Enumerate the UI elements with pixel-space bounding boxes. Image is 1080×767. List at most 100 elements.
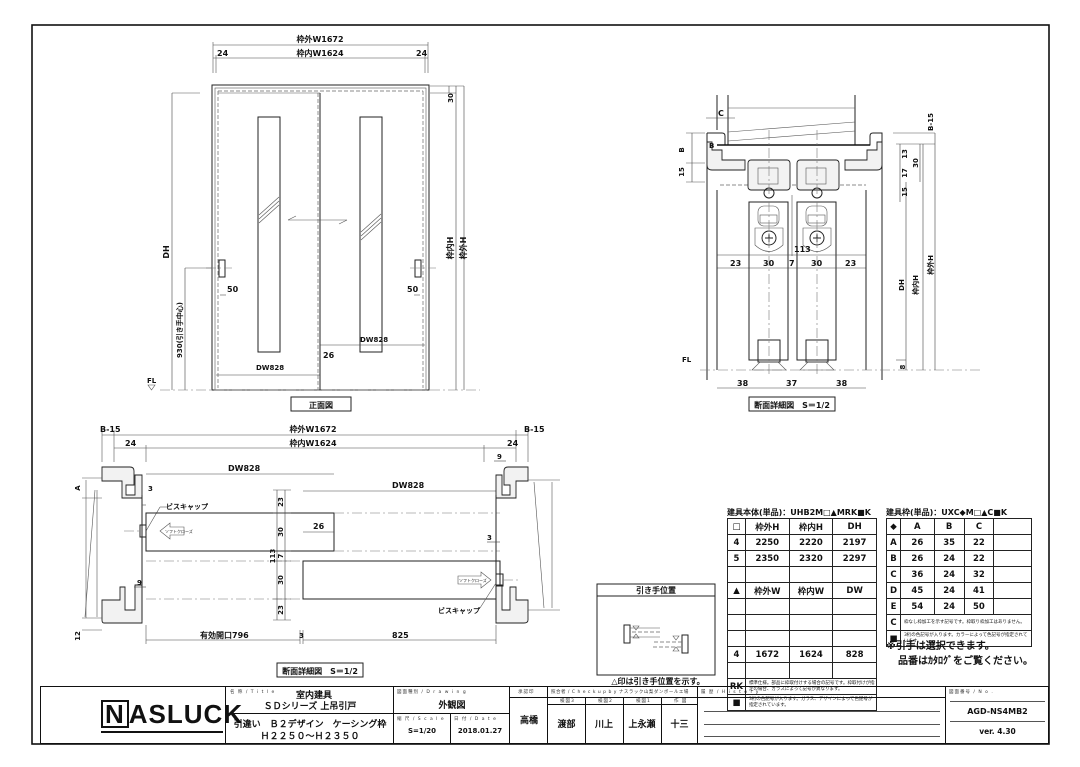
hsec-screw-cap-left: ビスキャップ	[166, 502, 209, 511]
remark-line-2: 品番はｶﾀﾛｸﾞをご覧ください。	[898, 656, 1033, 667]
table-cell	[993, 598, 1032, 615]
table-cell	[993, 550, 1032, 567]
hsec-caption: 断面詳細図 S＝1/2	[282, 666, 358, 676]
scale-caption: 縮 尺 / S c a l e	[397, 717, 445, 722]
approver-cell: 承認印 高橋	[509, 687, 548, 743]
header-cell: 枠内H	[788, 518, 834, 535]
drawing-caption: 図面種別 / D r a w i n g	[397, 690, 467, 695]
note-key: ■	[886, 630, 901, 647]
history-caption: 履 歴 / H i s t o r y	[701, 690, 760, 695]
table-cell: 4	[727, 646, 746, 663]
table-cell: C	[886, 566, 901, 583]
door-body-table-caption: 建具本体(単品)：UHB2M□▲MRK■K	[727, 508, 871, 517]
header-cell: □	[727, 518, 746, 535]
table-cell: 45	[899, 582, 935, 599]
table-cell: 1624	[788, 646, 834, 663]
vsec-dim-15-right: 15	[901, 187, 909, 197]
drawing-number: AGD-NS4MB2	[967, 707, 1028, 716]
vsec-floor-level: FL	[682, 356, 692, 364]
hsec-dw-left: DW828	[228, 464, 261, 473]
hsec-dim-3-left: 3	[148, 485, 153, 493]
vsec-dim-b15: B-15	[927, 113, 935, 131]
header-cell: B	[933, 518, 965, 535]
frame-table-caption: 建具枠(単品)：UXC◆M□▲C■K	[886, 508, 1008, 517]
table-row	[727, 566, 877, 583]
vsec-row-dim-2: 7	[789, 259, 795, 268]
title-line-4: Ｈ２２５０～Ｈ２３５０	[260, 732, 360, 742]
drawing-number-cell: 図面番号 / N o . AGD-NS4MB2 ver. 4.30	[945, 687, 1048, 743]
vsec-label-b-box: B	[709, 142, 714, 150]
hsec-dim-3-right: 3	[487, 534, 492, 542]
table-row: E 54 24 50	[886, 598, 1032, 615]
checkers-cell: 照合者 / C h e c k u p b y ナスラック山梨ダンボールエ場 検…	[547, 687, 698, 743]
table-cell: A	[886, 534, 901, 551]
front-side-left: 24	[217, 49, 229, 58]
table-cell: 24	[933, 550, 965, 567]
table-cell: 54	[899, 598, 935, 615]
table-cell: 50	[963, 598, 995, 615]
hsec-b15-left: B-15	[100, 425, 121, 434]
table-cell: E	[886, 598, 901, 615]
hsec-b15-right: B-15	[524, 425, 545, 434]
table-cell	[993, 566, 1032, 583]
scale-value: S=1/20	[407, 727, 437, 735]
hsec-dim-24-right: 24	[507, 439, 519, 448]
vsec-row-dim-1: 30	[763, 259, 775, 268]
front-door-width-right: DW828	[360, 336, 388, 344]
front-handle-height: 930(引き手中心)	[175, 302, 184, 358]
header-cell: C	[963, 518, 995, 535]
front-handle-offset-left: 50	[227, 285, 239, 294]
table-cell: 22	[963, 534, 995, 551]
front-door-width-left: DW828	[256, 364, 284, 372]
vsec-inner-height: 枠内H	[911, 275, 920, 295]
vsec-dim-17: 17	[901, 168, 909, 178]
horizontal-section: B-15 B-15 枠外W1672 枠内W1624 24 24 9 A 12 3…	[74, 424, 560, 678]
door-body-header-w: ▲ 枠外W 枠内W DW	[727, 582, 877, 599]
vsec-dim-113: 113	[794, 245, 811, 254]
handle-position-note: △印は引き手位置を示す。	[611, 676, 704, 686]
header-cell: 枠外W	[744, 582, 790, 599]
note-row: C 枠なし枠加工を示す記号です。枠取り枠加工はありません。	[886, 614, 1033, 631]
front-side-right: 24	[416, 49, 428, 58]
note-row: ■ 3桁の色記号が入ります。ガラス、デザインによって色記号が指定されています。	[727, 694, 878, 711]
front-inner-height: 枠内H	[445, 237, 455, 261]
header-cell: 枠内W	[788, 582, 834, 599]
vsec-label-b-left: B	[678, 147, 686, 152]
table-cell: 2297	[832, 550, 877, 567]
door-body-table: □ 枠外H 枠内H DH 4 2250 2220 2197 5 2350 232…	[727, 518, 878, 711]
vsec-dim-30-right: 30	[912, 158, 920, 168]
front-floor-level: FL	[147, 377, 157, 385]
checker-2-caption: 検図2	[598, 699, 613, 704]
vsec-outer-height: 枠外H	[926, 255, 935, 275]
table-cell: 32	[963, 566, 995, 583]
hsec-dim-825: 825	[392, 631, 409, 640]
hsec-soft-close-left: ソフトクローズ	[165, 528, 193, 534]
table-row	[727, 662, 877, 679]
drawing-info-cell: 図面種別 / D r a w i n g 外観図 縮 尺 / S c a l e…	[393, 687, 510, 743]
number-caption: 図面番号 / N o .	[949, 690, 994, 695]
table-cell	[993, 534, 1032, 551]
table-cell: 2320	[788, 550, 834, 567]
handle-position-title: 引き手位置	[636, 585, 676, 595]
hsec-dim-30-top: 30	[277, 527, 285, 537]
table-cell: 24	[933, 582, 965, 599]
title-line-1: 室内建具	[296, 691, 333, 701]
checker-1-caption: 検図1	[636, 699, 651, 704]
vsec-caption: 断面詳細図 S＝1/2	[754, 400, 830, 410]
note-key: C	[886, 614, 901, 631]
table-cell: 1672	[744, 646, 790, 663]
table-cell: 828	[832, 646, 877, 663]
vsec-bottom-dim-2: 38	[836, 379, 848, 388]
vsec-row-dim-0: 23	[730, 259, 741, 268]
table-cell: 22	[963, 550, 995, 567]
drawing-version: ver. 4.30	[979, 727, 1016, 736]
vsec-row-dim-3: 30	[811, 259, 823, 268]
hsec-soft-close-right: ソフトクローズ	[459, 577, 487, 583]
table-row: C 36 24 32	[886, 566, 1032, 583]
table-cell: 2250	[744, 534, 790, 551]
table-cell: 26	[899, 550, 935, 567]
drafter-caption: 作 図	[674, 699, 688, 704]
vsec-bottom-dim-0: 38	[737, 379, 749, 388]
